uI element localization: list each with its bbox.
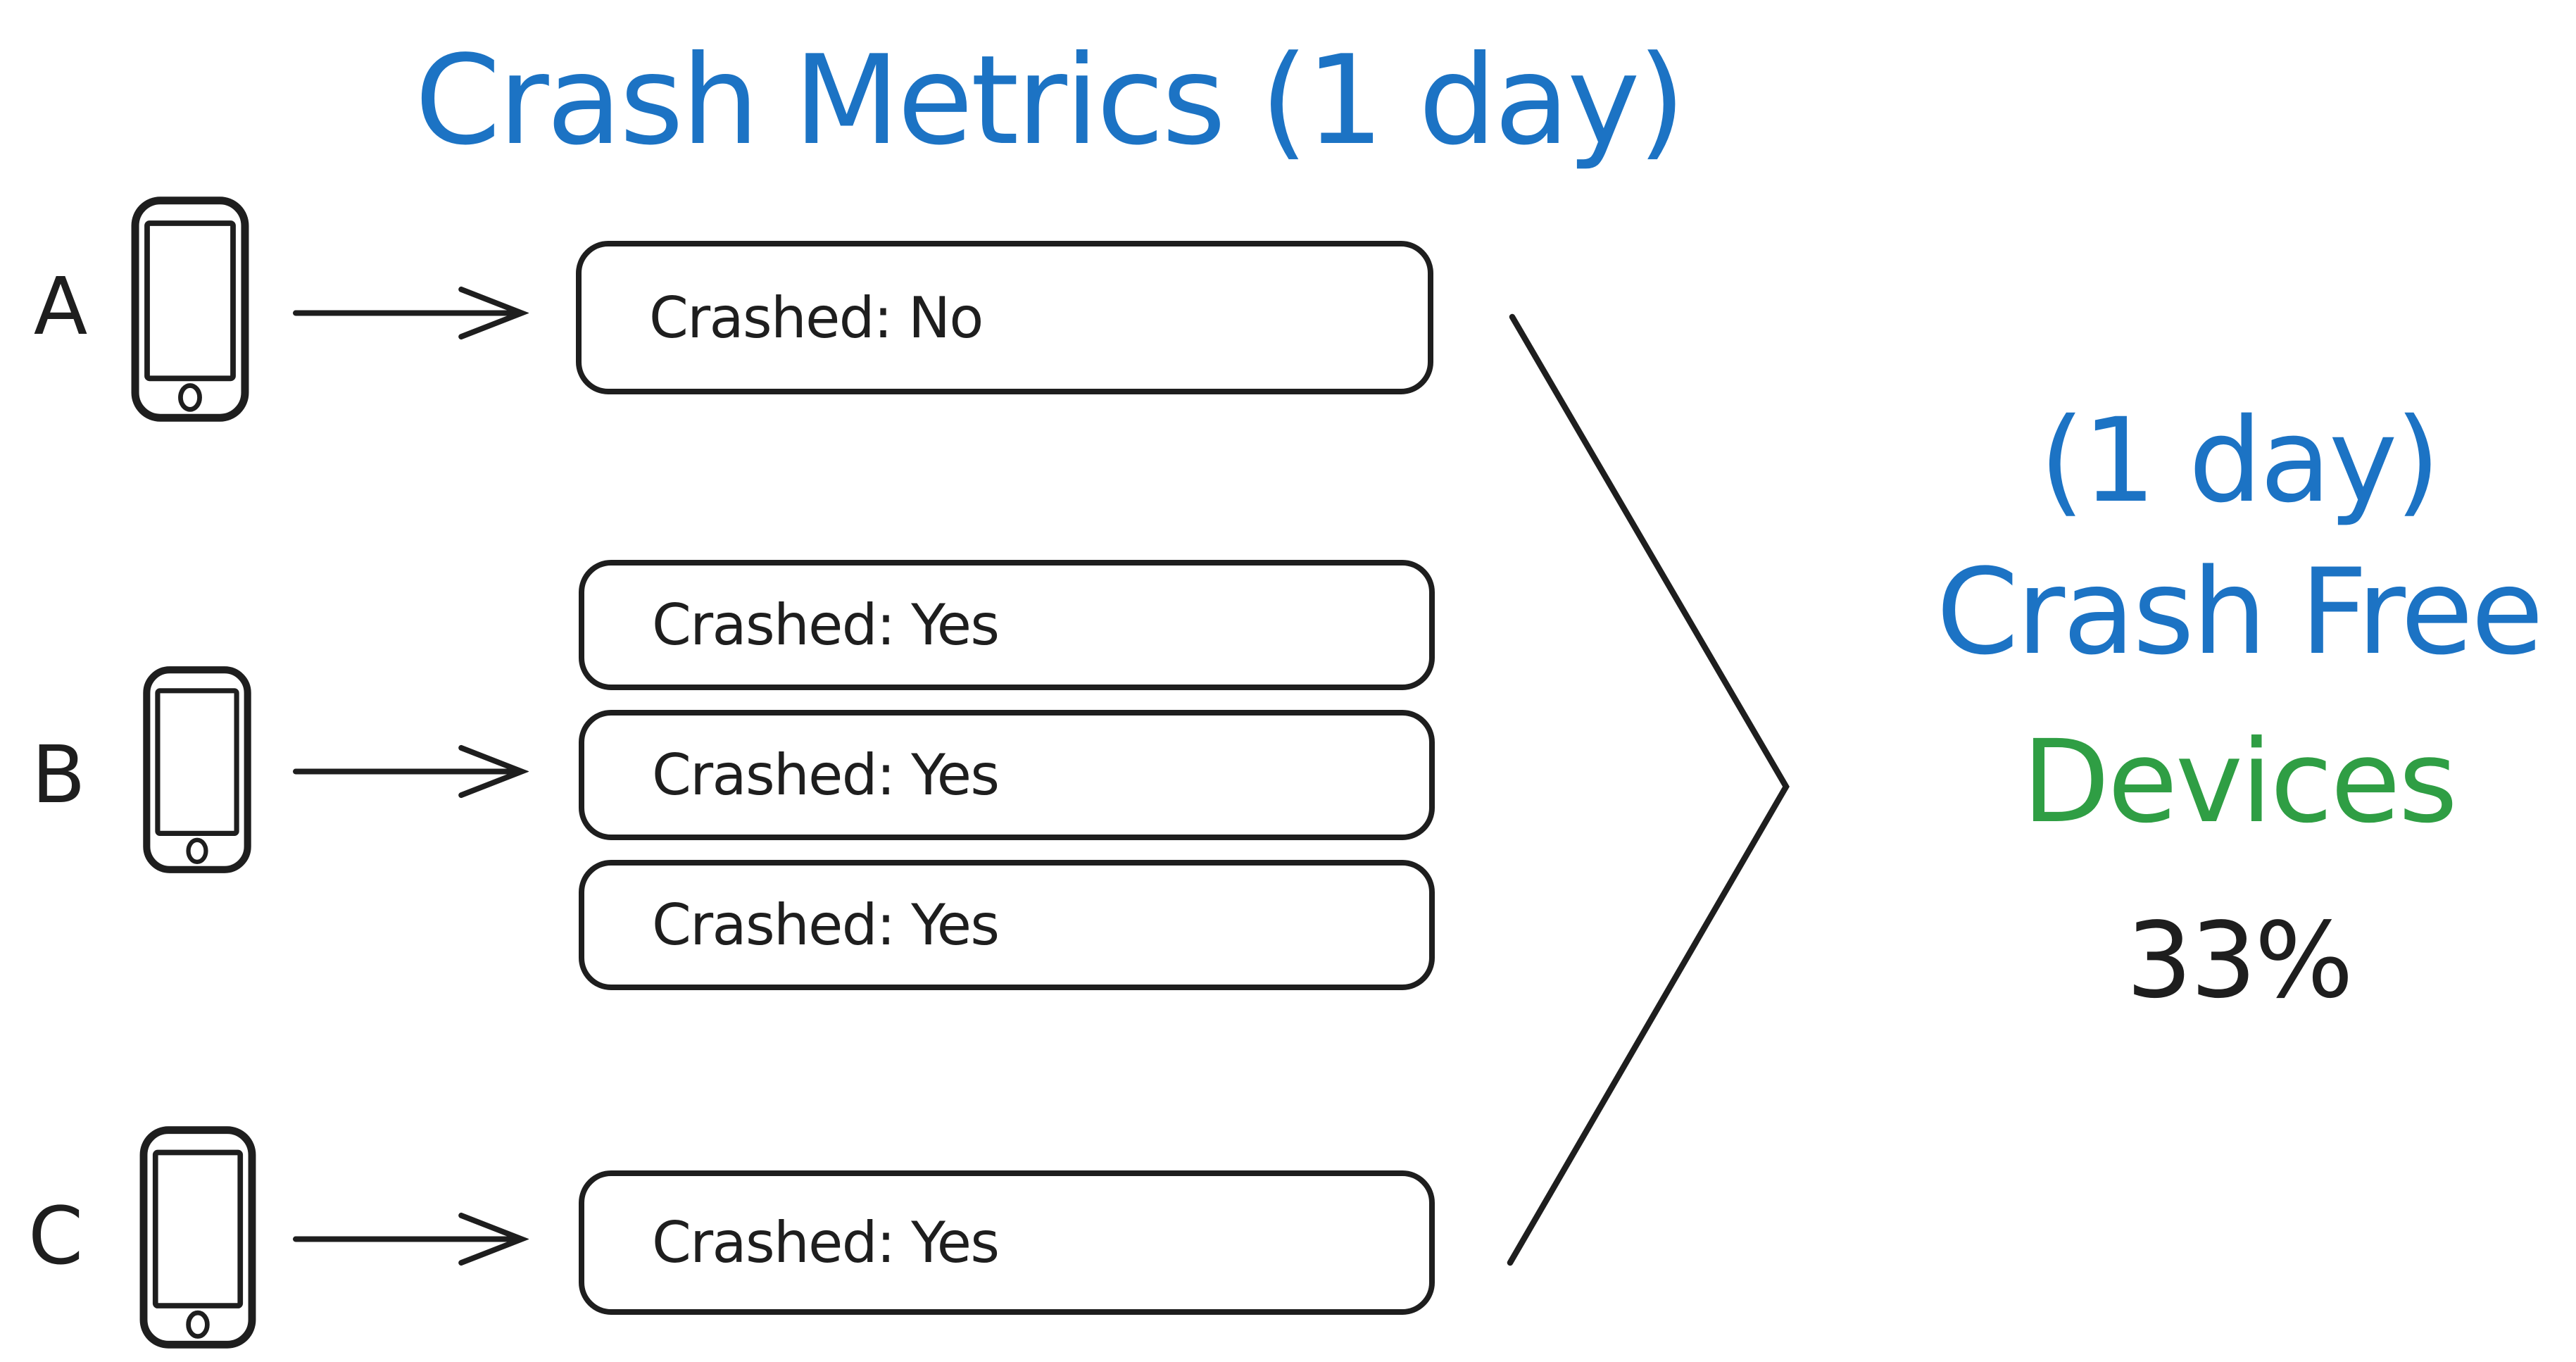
merge-chevron-icon [1478, 292, 1809, 1285]
result-duration: (1 day) [2039, 393, 2441, 528]
crash-report-box: Crashed: No [576, 241, 1433, 394]
result-crash-free: Crash Free [1936, 543, 2544, 681]
smartphone-icon [130, 196, 250, 423]
crash-report-text: Crashed: Yes [652, 592, 1000, 658]
crash-report-text: Crashed: Yes [652, 892, 1000, 958]
crash-report-box: Crashed: Yes [579, 560, 1435, 690]
result-percentage: 33% [2125, 900, 2354, 1021]
smartphone-icon [139, 666, 256, 874]
result-devices: Devices [2022, 716, 2458, 849]
crash-report-box: Crashed: Yes [579, 710, 1435, 840]
crash-report-text: Crashed: Yes [652, 1210, 1000, 1275]
crash-report-text: Crashed: No [649, 285, 984, 351]
crash-report-text: Crashed: Yes [652, 742, 1000, 808]
crash-report-box: Crashed: Yes [579, 1170, 1435, 1315]
arrow-right-icon [292, 278, 529, 348]
smartphone-icon [139, 1125, 257, 1349]
crash-report-box: Crashed: Yes [579, 860, 1435, 990]
device-label-c: C [28, 1191, 83, 1282]
device-label-b: B [31, 730, 86, 821]
arrow-right-icon [292, 737, 529, 806]
page-title: Crash Metrics (1 day) [415, 30, 1685, 173]
arrow-right-icon [292, 1204, 529, 1274]
device-label-a: A [33, 261, 88, 353]
